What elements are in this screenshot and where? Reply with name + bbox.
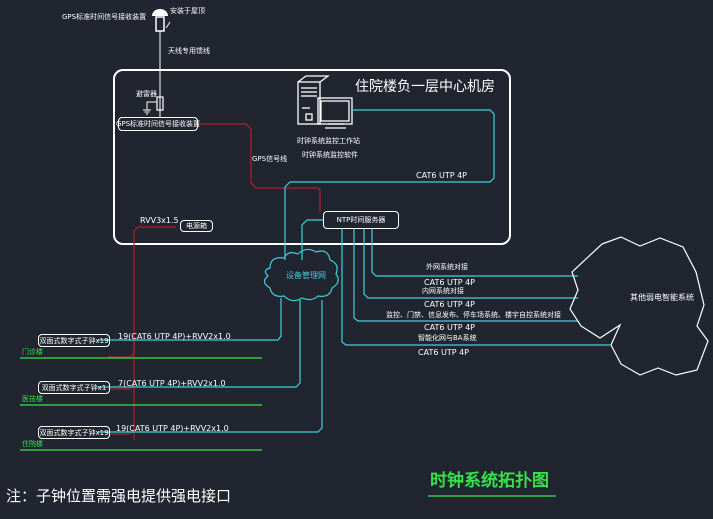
device-mgmt-network-label: 设备管理网 bbox=[286, 271, 326, 280]
machine-room-title: 住院楼负一层中心机房 bbox=[355, 79, 495, 95]
monitoring-software-label: 时钟系统监控软件 bbox=[302, 151, 358, 159]
floor-cable-label: 7(CAT6 UTP 4P)+RVV2x1.0 bbox=[118, 379, 226, 388]
floor-label: 医技楼 bbox=[22, 395, 43, 403]
ntp-server-box[interactable]: NTP时间服务器 bbox=[323, 211, 399, 229]
workstation-computer-icon bbox=[297, 75, 353, 129]
clock-box[interactable]: 双面式数字式子钟x19 bbox=[38, 426, 110, 439]
power-note: 注：子钟位置需强电提供强电接口 bbox=[6, 487, 232, 505]
feeder-cable-label: 天线专用馈线 bbox=[168, 47, 210, 55]
floor-label: 住院楼 bbox=[22, 440, 43, 448]
workstation-cable-label: CAT6 UTP 4P bbox=[416, 171, 467, 180]
device-mgmt-cloud bbox=[263, 248, 339, 302]
gps-cable-label: GPS信号线 bbox=[252, 155, 288, 163]
link-cable: CAT6 UTP 4P bbox=[424, 323, 475, 332]
power-box[interactable]: 电源箱 bbox=[180, 220, 213, 232]
machine-room-boundary bbox=[113, 69, 511, 245]
floor-cable-label: 19(CAT6 UTP 4P)+RVV2x1.0 bbox=[118, 332, 231, 341]
gps-signal-cable bbox=[197, 123, 321, 212]
gps-device-label: GPS标准时间信号接收装置 bbox=[62, 13, 147, 21]
link-cable: CAT6 UTP 4P bbox=[418, 348, 469, 357]
floor-cable-label: 19(CAT6 UTP 4P)+RVV2x1.0 bbox=[116, 424, 229, 433]
link-label: 外网系统对接 bbox=[426, 263, 468, 271]
link-cable: CAT6 UTP 4P bbox=[424, 300, 475, 309]
gps-antenna-icon bbox=[152, 9, 171, 32]
clock-box[interactable]: 双面式数字式子钟x1 bbox=[38, 381, 110, 394]
workstation-cable bbox=[284, 109, 495, 260]
workstation-label: 时钟系统监控工作站 bbox=[297, 137, 360, 145]
diagram-title: 时钟系统拓扑图 bbox=[430, 471, 549, 491]
link-label: 监控、门禁、信息发布、停车场系统、楼宇自控系统对接 bbox=[386, 311, 561, 319]
lightning-arrester-label: 避雷器 bbox=[136, 90, 157, 98]
gps-receiver-box[interactable]: GPS标准时间信号接收装置 bbox=[116, 117, 200, 131]
link-label: 内网系统对接 bbox=[422, 287, 464, 295]
power-cable-label: RVV3x1.5 bbox=[140, 216, 179, 225]
external-systems-cloud bbox=[569, 236, 709, 376]
clock-box[interactable]: 双面式数字式子钟x19 bbox=[38, 334, 110, 347]
link-cable: CAT6 UTP 4P bbox=[424, 278, 475, 287]
lightning-arrester-icon bbox=[143, 96, 164, 115]
power-cable bbox=[133, 226, 176, 440]
link-label: 智能化网与BA系统 bbox=[418, 334, 477, 342]
floor-label: 门诊楼 bbox=[22, 348, 43, 356]
external-systems-label: 其他弱电智能系统 bbox=[630, 293, 694, 302]
roof-mount-label: 安装于屋顶 bbox=[170, 7, 205, 15]
